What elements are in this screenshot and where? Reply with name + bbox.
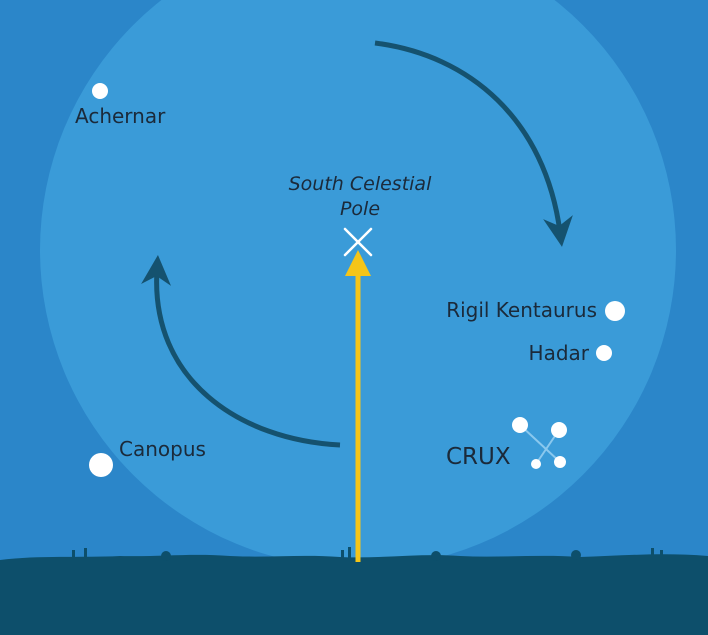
pole-label-line1: South Celestial: [289, 173, 432, 195]
crux-star-bottom-left: [531, 459, 541, 469]
star-label-canopus: Canopus: [119, 437, 206, 461]
south-celestial-pole-marker: [343, 227, 373, 257]
star-hadar: [596, 345, 612, 361]
crux-star-bottom-right: [554, 456, 566, 468]
constellation-label-crux: CRUX: [446, 444, 511, 470]
crux-star-top-left: [512, 417, 528, 433]
ground-horizon: [0, 554, 708, 635]
rotation-arrow-right: [374, 40, 573, 247]
star-canopus: [89, 453, 113, 477]
altitude-arrow-head: [345, 250, 371, 276]
star-rigil-kentaurus: [605, 301, 625, 321]
star-label-rigil-kentaurus: Rigil Kentaurus: [446, 298, 597, 322]
ground-vegetation: [72, 547, 663, 561]
crux-star-top-right: [551, 422, 567, 438]
star-achernar: [92, 83, 108, 99]
star-label-hadar: Hadar: [529, 341, 590, 365]
pole-label-line2: Pole: [340, 198, 380, 220]
star-label-achernar: Achernar: [75, 104, 166, 128]
rotation-arrow-left: [141, 255, 341, 448]
